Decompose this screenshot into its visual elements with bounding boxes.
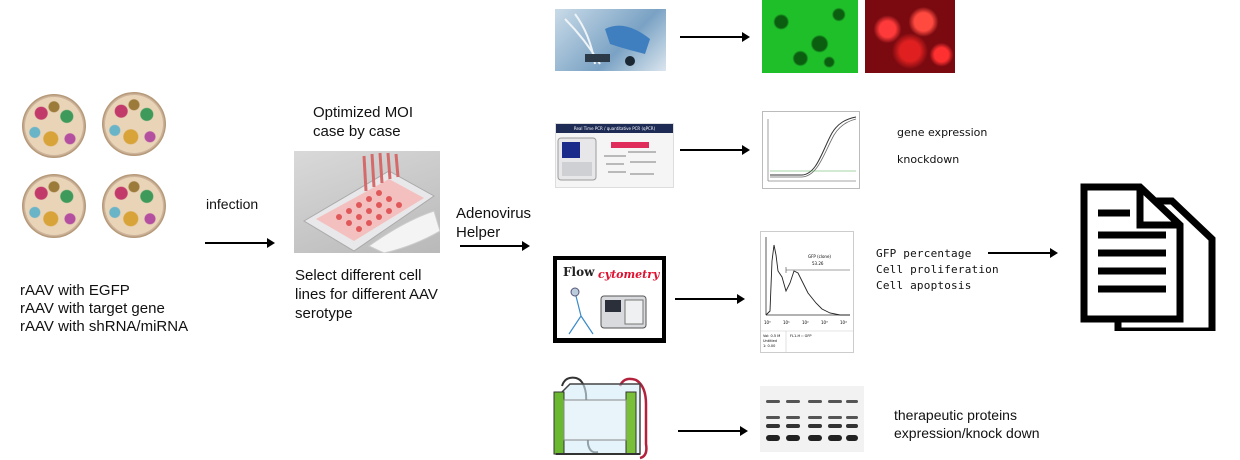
arrow-icon bbox=[680, 32, 750, 42]
western-output-label: expression/knock down bbox=[894, 425, 1040, 441]
histogram-footer-left: Untitled bbox=[763, 339, 777, 343]
qpcr-output-label: gene expression bbox=[897, 126, 988, 139]
arrow-icon bbox=[675, 294, 745, 304]
qpcr-header: Real Time PCR / quantitative PCR (qPCR) bbox=[556, 124, 673, 133]
aav-virion-icon bbox=[102, 174, 166, 238]
histogram-x-tick: 10¹ bbox=[783, 320, 790, 325]
qpcr-instrument-photo: Real Time PCR / quantitative PCR (qPCR) bbox=[555, 123, 674, 188]
histogram-x-tick: 10² bbox=[802, 320, 809, 325]
virus-type-label: rAAV with shRNA/miRNA bbox=[20, 318, 189, 335]
rfp-fluorescence-image bbox=[865, 0, 955, 73]
aav-virion-icon bbox=[102, 92, 166, 156]
flow-output-label: GFP percentage bbox=[876, 247, 972, 260]
adenovirus-label: Helper bbox=[456, 224, 501, 241]
cell-plate-photo bbox=[294, 151, 440, 253]
aav-virion-icon bbox=[22, 94, 86, 158]
select-lines-label: serotype bbox=[295, 305, 353, 322]
gfp-fluorescence-image bbox=[762, 0, 858, 73]
histogram-footer-right: FL1-H :: GFP bbox=[790, 334, 812, 338]
histogram-gate-label: GFP (clone) bbox=[808, 254, 831, 259]
lab-microscopy-photo bbox=[555, 9, 666, 71]
arrow-icon bbox=[988, 248, 1058, 258]
flow-title-2: cytometry bbox=[598, 268, 660, 281]
flow-histogram: GFP (clone) 53.26 10⁰ 10¹ 10² 10³ 10⁴ Vo… bbox=[760, 231, 854, 353]
western-blot-gel bbox=[760, 386, 864, 452]
flow-output-label: Cell proliferation bbox=[876, 263, 999, 276]
document-stack-icon bbox=[1080, 183, 1216, 331]
arrow-icon bbox=[678, 426, 748, 436]
flow-output-label: Cell apoptosis bbox=[876, 279, 972, 292]
electrophoresis-tank-icon bbox=[553, 376, 648, 460]
arrow-icon bbox=[460, 241, 530, 251]
histogram-footer-left: Vol: 0.5 M bbox=[763, 334, 780, 338]
adenovirus-label: Adenovirus bbox=[456, 205, 532, 222]
histogram-gate-value: 53.26 bbox=[812, 261, 824, 266]
select-lines-label: lines for different AAV bbox=[295, 286, 438, 303]
arrow-icon bbox=[680, 145, 750, 155]
histogram-x-tick: 10³ bbox=[821, 320, 828, 325]
qpcr-amplification-curve bbox=[762, 111, 860, 189]
moi-label: Optimized MOI bbox=[313, 104, 414, 121]
moi-label: case by case bbox=[313, 123, 401, 140]
histogram-x-tick: 10⁰ bbox=[764, 320, 771, 325]
qpcr-output-label: knockdown bbox=[897, 153, 960, 166]
infection-label: infection bbox=[206, 196, 259, 212]
select-lines-label: Select different cell bbox=[295, 267, 422, 284]
histogram-x-tick: 10⁴ bbox=[840, 320, 847, 325]
flow-cytometry-photo: Flow cytometry bbox=[553, 256, 666, 343]
histogram-footer-left: 1: 0.00 bbox=[763, 344, 775, 348]
flow-title-1: Flow bbox=[563, 265, 595, 279]
virus-type-label: rAAV with target gene bbox=[20, 300, 165, 317]
arrow-icon bbox=[205, 238, 275, 248]
western-output-label: therapeutic proteins bbox=[894, 407, 1017, 423]
aav-virion-icon bbox=[22, 174, 86, 238]
virus-type-label: rAAV with EGFP bbox=[20, 282, 130, 299]
